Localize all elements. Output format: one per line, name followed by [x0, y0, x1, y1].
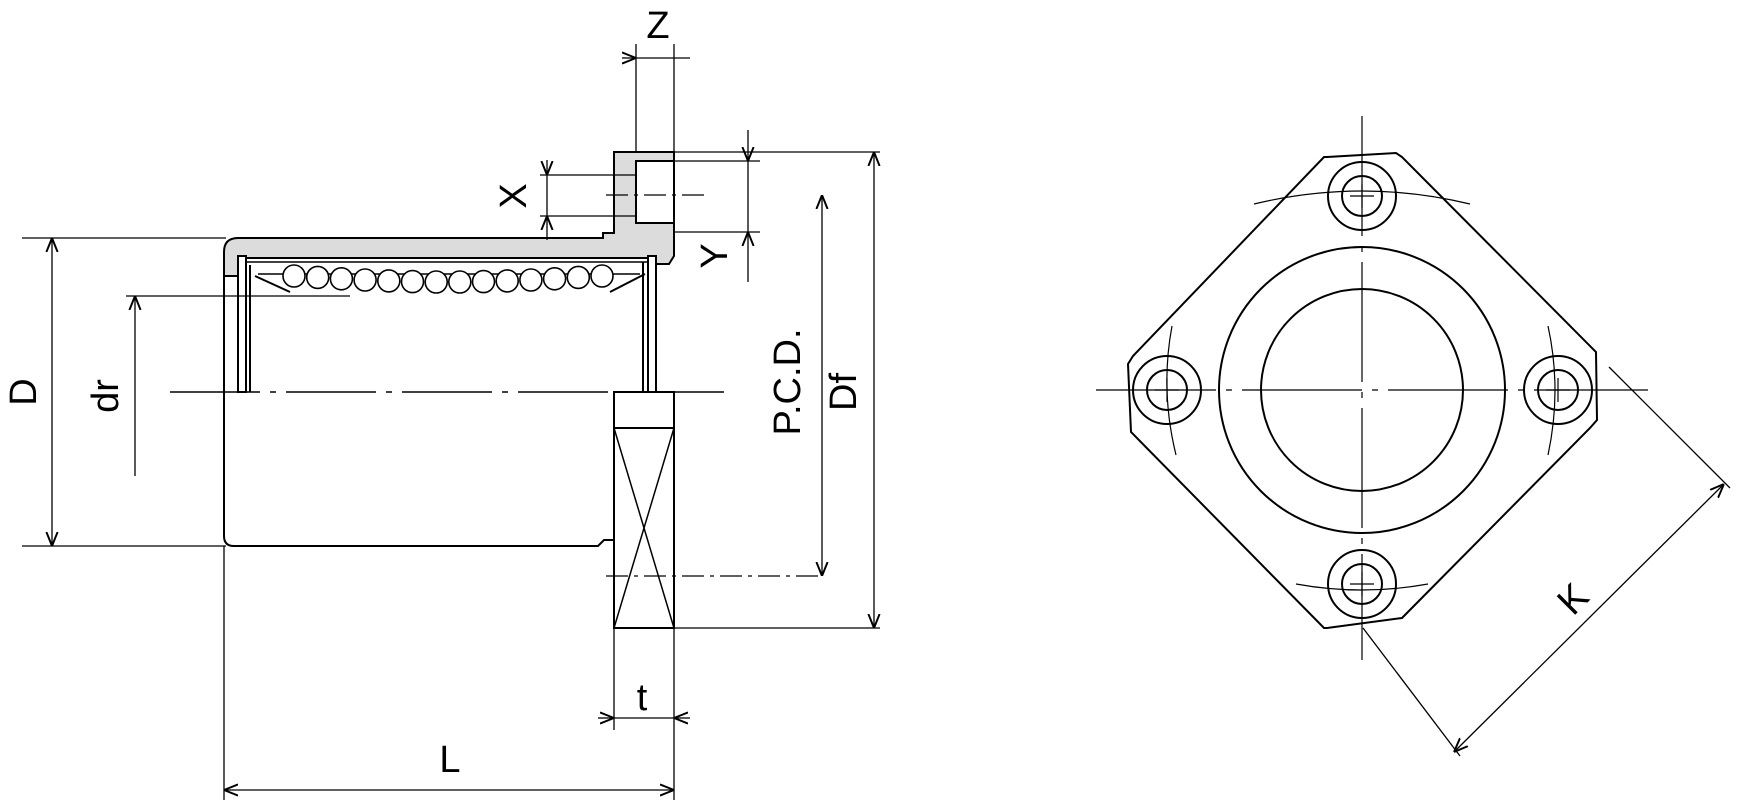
- label-z: Z: [646, 5, 669, 47]
- k-ext-right: [1608, 366, 1731, 489]
- ball: [447, 270, 472, 294]
- side-view: [170, 151, 824, 629]
- k-dimension: [1362, 366, 1731, 757]
- seal-left: [237, 255, 247, 393]
- side-dimensions: [22, 44, 880, 800]
- ball: [305, 265, 330, 290]
- ball: [376, 269, 401, 293]
- k-ext-bottom: [1362, 627, 1461, 757]
- seal-right: [647, 255, 657, 393]
- label-l: L: [439, 739, 460, 781]
- label-d: D: [3, 378, 45, 405]
- ball: [590, 264, 614, 288]
- bolt-hole-section: [635, 160, 675, 224]
- ball: [542, 266, 567, 291]
- label-df: Df: [823, 373, 865, 411]
- front-view: [1096, 116, 1648, 660]
- ball: [471, 269, 496, 294]
- k-dim-line: [1454, 484, 1724, 752]
- ball: [519, 268, 543, 292]
- flange-cross-b: [613, 427, 675, 629]
- ball: [495, 269, 520, 293]
- ball-row: [282, 264, 614, 294]
- ball: [282, 264, 306, 288]
- label-dr: dr: [85, 379, 127, 413]
- ball: [400, 269, 425, 294]
- label-t: t: [637, 677, 648, 719]
- label-x: X: [493, 183, 535, 208]
- cage-slant-right: [609, 273, 646, 293]
- cage-slant-left: [254, 275, 291, 293]
- ball: [329, 266, 354, 291]
- ball: [566, 265, 591, 290]
- housing-section: [223, 151, 675, 277]
- flange-square-outline: [1126, 151, 1599, 629]
- ball: [353, 268, 377, 292]
- ball: [424, 270, 449, 294]
- body-outline: [223, 276, 615, 547]
- label-y: Y: [694, 243, 736, 268]
- label-pcd: P.C.D.: [767, 328, 809, 435]
